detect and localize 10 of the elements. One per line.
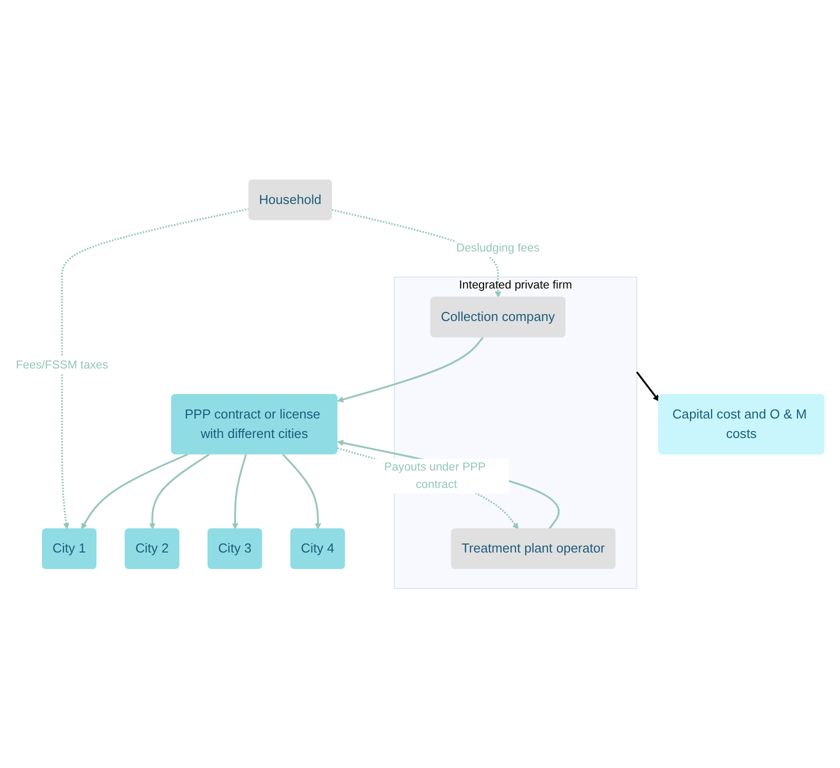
arrow <box>337 447 519 530</box>
arrow <box>232 454 247 530</box>
arrow <box>61 208 250 530</box>
arrow <box>636 371 660 402</box>
arrow <box>337 336 484 402</box>
edge-label: Desludging fees <box>456 242 540 254</box>
arrow <box>81 453 188 530</box>
arrow <box>149 453 210 530</box>
arrow <box>282 453 322 530</box>
edge-label: Fees/FSSM taxes <box>16 358 108 372</box>
